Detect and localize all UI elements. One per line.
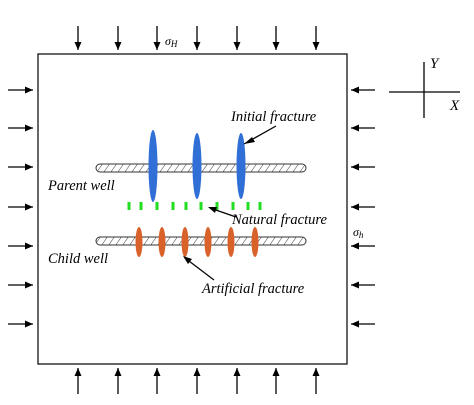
child-well-label: Child well — [48, 251, 108, 267]
arrow-icon — [74, 26, 82, 50]
arrow-icon — [351, 124, 375, 132]
sigma-h-right-arrows — [351, 86, 375, 328]
natural-fracture-leader-arrowhead — [208, 207, 217, 213]
initial-fracture — [236, 133, 246, 199]
artificial-fracture — [135, 227, 143, 257]
arrow-icon — [193, 26, 201, 50]
arrow-icon — [312, 368, 320, 394]
sigma-h-left-arrows — [8, 86, 33, 328]
arrow-icon — [8, 163, 33, 171]
initial-fractures — [148, 130, 246, 202]
arrow-icon — [74, 368, 82, 394]
arrow-icon — [351, 203, 375, 211]
initial-fracture — [192, 133, 202, 199]
natural-fracture-mark — [127, 202, 131, 210]
natural-fracture-label: Natural fracture — [231, 212, 327, 228]
sigma-H-label: σH — [165, 34, 178, 49]
natural-fracture-mark — [171, 202, 175, 210]
artificial-fracture — [158, 227, 166, 257]
leader-lines — [183, 125, 277, 281]
sigma-H-top-arrows — [74, 26, 320, 50]
arrow-icon — [351, 281, 375, 289]
initial-fracture — [148, 130, 158, 202]
arrow-icon — [351, 242, 375, 250]
natural-fracture-mark — [155, 202, 159, 210]
natural-fracture-mark — [199, 202, 203, 210]
natural-fracture-mark — [258, 202, 262, 210]
child-well — [95, 236, 307, 246]
natural-fracture-mark — [139, 202, 143, 210]
arrow-icon — [8, 242, 33, 250]
sigma-H-bottom-arrows — [74, 368, 320, 394]
arrow-icon — [272, 26, 280, 50]
parent-well-label: Parent well — [47, 178, 115, 194]
natural-fracture-mark — [231, 202, 235, 210]
x-axis-label: X — [449, 98, 460, 114]
artificial-fractures — [135, 227, 259, 257]
arrow-icon — [8, 320, 33, 328]
arrow-icon — [233, 368, 241, 394]
natural-fractures — [127, 202, 262, 210]
arrow-icon — [114, 26, 122, 50]
artificial-fracture — [181, 227, 189, 257]
arrow-icon — [114, 368, 122, 394]
arrow-icon — [8, 86, 33, 94]
arrow-icon — [153, 26, 161, 50]
natural-fracture-mark — [246, 202, 250, 210]
arrow-icon — [233, 26, 241, 50]
artificial-fracture-leader-arrowhead — [183, 256, 192, 264]
arrow-icon — [8, 281, 33, 289]
sigma-h-label: σh — [353, 225, 364, 240]
artificial-fracture — [227, 227, 235, 257]
natural-fracture-mark — [215, 202, 219, 210]
initial-fracture-leader-arrowhead — [244, 137, 255, 144]
arrow-icon — [8, 124, 33, 132]
y-axis-label: Y — [430, 56, 440, 72]
artificial-fracture-label: Artificial fracture — [201, 281, 305, 297]
coordinate-axes: Y X — [389, 56, 460, 118]
arrow-icon — [351, 163, 375, 171]
arrow-icon — [193, 368, 201, 394]
artificial-fracture — [251, 227, 259, 257]
reservoir-domain-box — [37, 53, 348, 365]
arrow-icon — [272, 368, 280, 394]
arrow-icon — [153, 368, 161, 394]
artificial-fracture — [204, 227, 212, 257]
arrow-icon — [312, 26, 320, 50]
natural-fracture-mark — [184, 202, 188, 210]
arrow-icon — [351, 320, 375, 328]
initial-fracture-label: Initial fracture — [230, 109, 317, 125]
arrow-icon — [351, 86, 375, 94]
arrow-icon — [8, 203, 33, 211]
